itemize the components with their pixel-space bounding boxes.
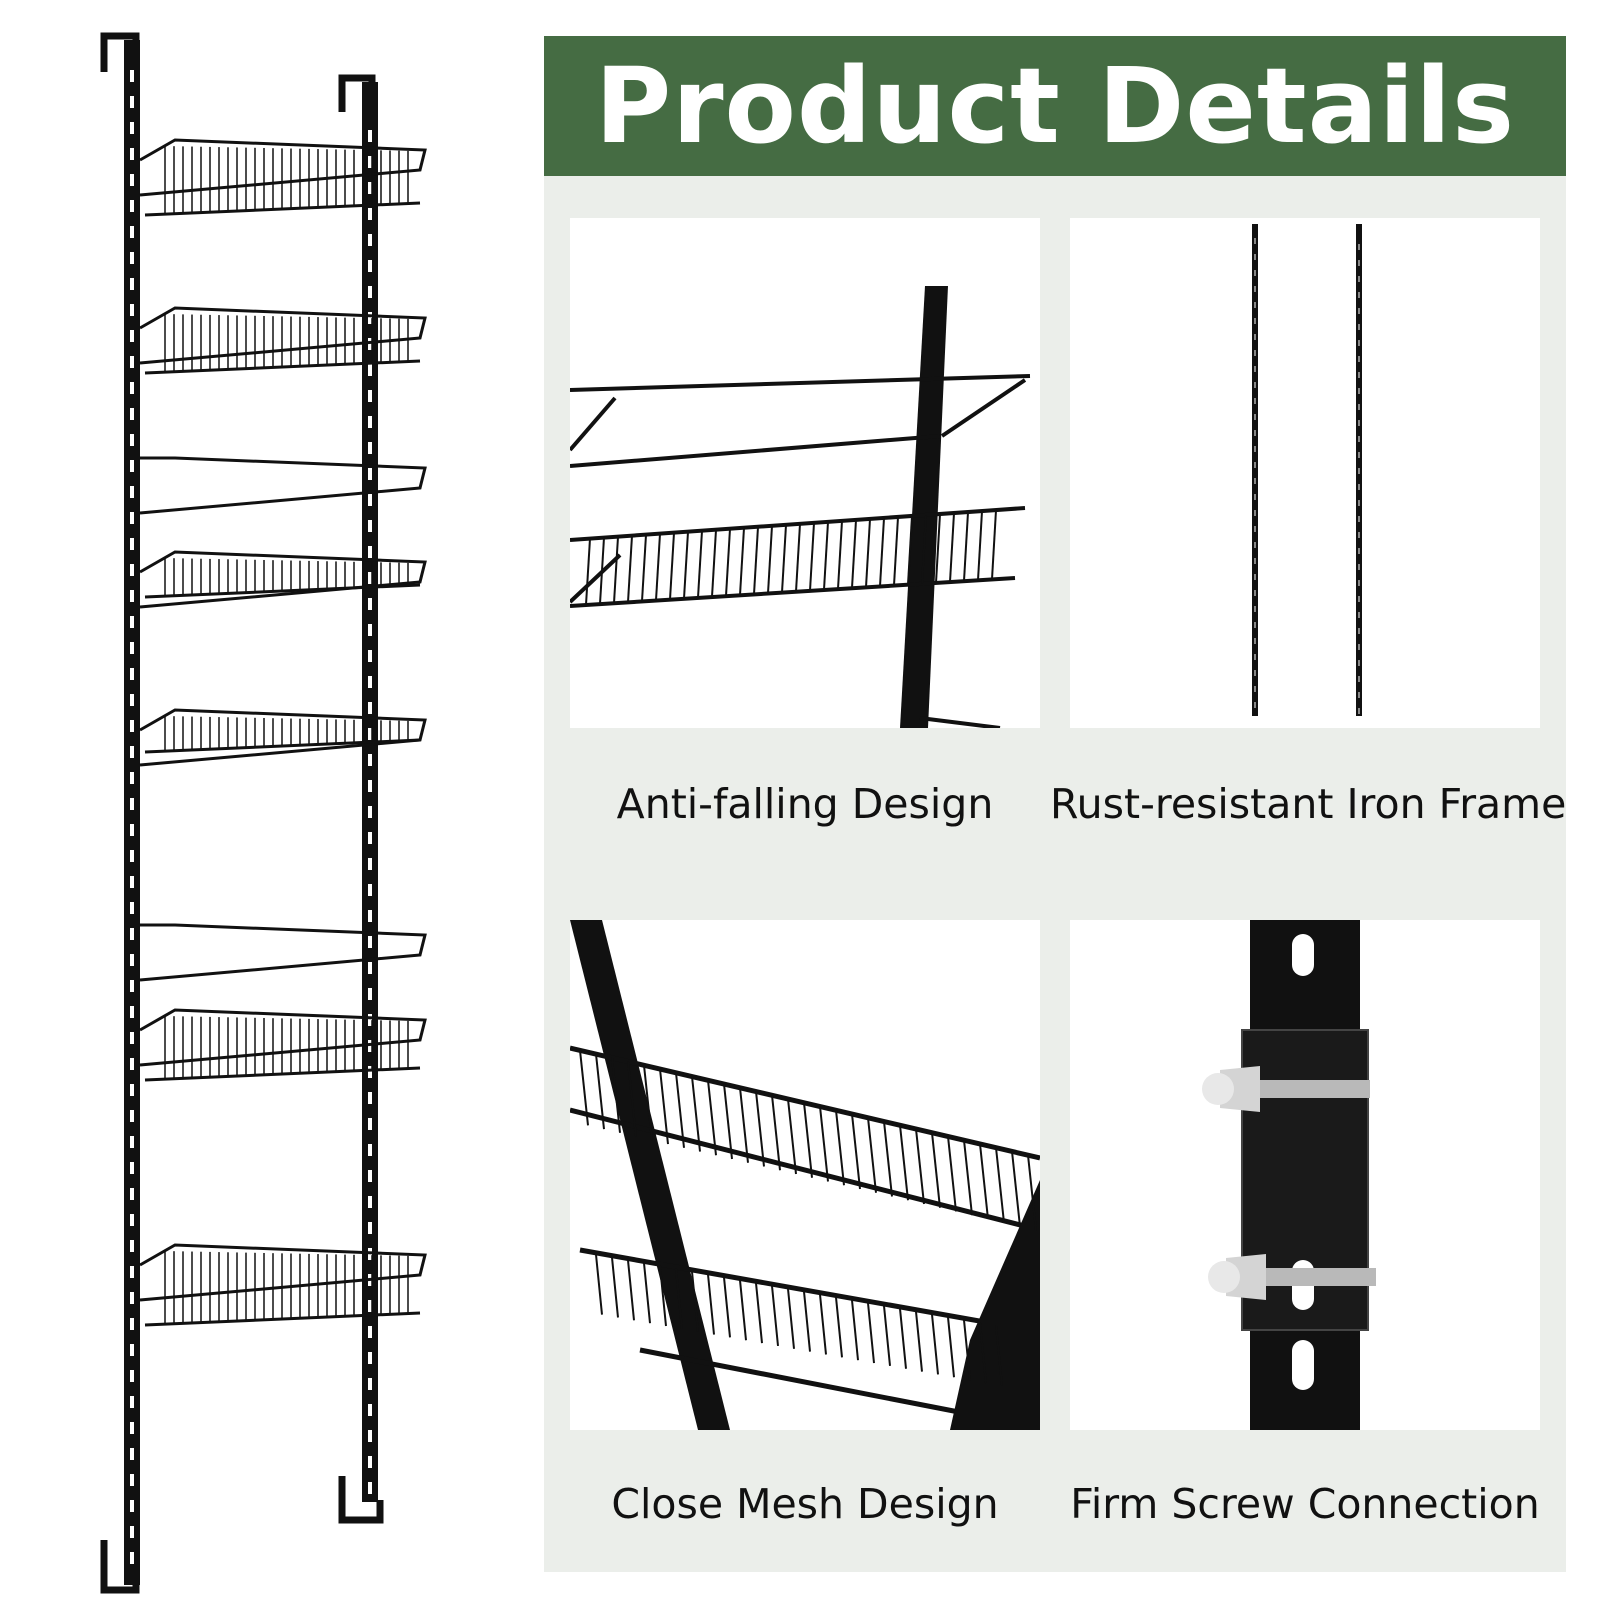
- screw-bolt-upper: [1202, 1066, 1370, 1112]
- anti-falling-image: [570, 218, 1040, 728]
- close-mesh-image: [570, 920, 1040, 1430]
- left-upright: [100, 32, 140, 1594]
- right-upright: [338, 74, 384, 1524]
- caption-close-mesh: Close Mesh Design: [611, 1480, 999, 1528]
- caption-anti-falling: Anti-falling Design: [616, 780, 994, 828]
- upright-slots: [130, 70, 372, 1564]
- rack-product-image: [100, 32, 427, 1594]
- iron-frame-image: [1070, 218, 1540, 728]
- caption-screw-connection: Firm Screw Connection: [1070, 1480, 1540, 1528]
- title-banner: Product Details: [544, 36, 1566, 176]
- caption-iron-frame: Rust-resistant Iron Frame: [1050, 780, 1567, 828]
- wire-baskets: [139, 138, 427, 1327]
- screw-bolt-lower: [1208, 1254, 1376, 1300]
- screw-connection-image: [1070, 920, 1540, 1430]
- page-title: Product Details: [595, 45, 1515, 167]
